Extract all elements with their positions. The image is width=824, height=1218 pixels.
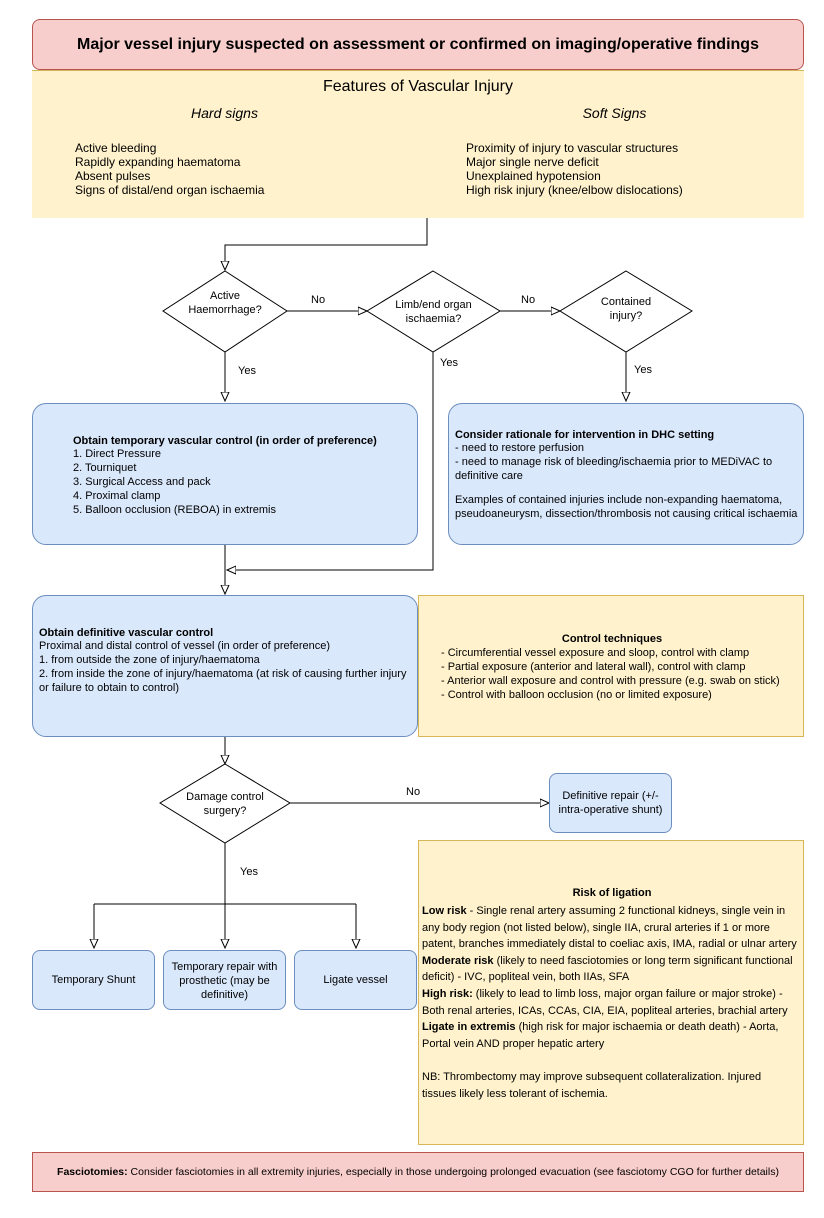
- rationale-box: Consider rationale for intervention in D…: [448, 403, 804, 545]
- text-line: or failure to obtain to control): [39, 682, 180, 694]
- temporary-control-heading: Obtain temporary vascular control (in or…: [73, 435, 377, 447]
- edge-label-no: No: [406, 786, 421, 798]
- text-line: - need to manage risk of bleeding/ischae…: [455, 456, 773, 468]
- decision-diamond-ischaemia: [366, 270, 501, 353]
- fasciotomies-label: Fasciotomies:: [57, 1166, 128, 1178]
- rationale-lines: - need to restore perfusion - need to ma…: [455, 441, 772, 483]
- moderate-risk-label: Moderate risk: [422, 954, 494, 967]
- list-item: Unexplained hypotension: [466, 169, 601, 183]
- list-item: Proximity of injury to vascular structur…: [466, 141, 679, 155]
- list-item: High risk injury (knee/elbow dislocation…: [466, 183, 683, 197]
- list-item: - Control with balloon occlusion (no or …: [441, 689, 712, 701]
- temporary-control-box: Obtain temporary vascular control (in or…: [32, 403, 418, 545]
- text-line: patent, branches immediately distal to c…: [422, 938, 797, 951]
- text-line: Low risk - Single renal artery assuming …: [422, 905, 786, 917]
- risk-of-ligation-box: Risk of ligation Low risk - Single renal…: [418, 840, 804, 1145]
- definitive-control-lines: Proximal and distal control of vessel (i…: [39, 639, 406, 695]
- text-line: High risk: (likely to lead to limb loss,…: [422, 987, 783, 1000]
- text-line: NB: Thrombectomy may improve subsequent …: [422, 1070, 762, 1083]
- text-line: 2. from inside the zone of injury/haemat…: [39, 668, 407, 680]
- risk-of-ligation-heading: Risk of ligation: [572, 887, 652, 899]
- text-line: Moderate risk (likely to need fasciotomi…: [422, 954, 793, 967]
- definitive-control-heading: Obtain definitive vascular control: [39, 627, 214, 639]
- text-line: - need to restore perfusion: [455, 442, 585, 454]
- decision-damage-control-text: Damage control surgery?: [186, 791, 264, 817]
- text-line: Portal vein AND proper hepatic artery: [422, 1037, 605, 1050]
- list-item: 2. Tourniquet: [73, 462, 137, 474]
- control-techniques-heading: Control techniques: [561, 633, 663, 645]
- edge-label-yes: Yes: [634, 364, 652, 376]
- text-line: Proximal and distal control of vessel (i…: [39, 640, 331, 652]
- arrow-features-to-haemorrhage: [225, 218, 428, 270]
- list-item: 4. Proximal clamp: [73, 490, 161, 502]
- text-line: 1. from outside the zone of injury/haema…: [39, 654, 260, 666]
- decision-diamond-haemorrhage: [162, 270, 288, 353]
- page-title: Major vessel injury suspected on assessm…: [77, 35, 759, 53]
- arrow-ischaemia-yes: [227, 352, 434, 570]
- text-line: Examples of contained injuries include n…: [455, 494, 783, 506]
- text-line: deficit) - IVC, popliteal vein, both IIA…: [422, 971, 630, 984]
- soft-signs-title: Soft Signs: [582, 105, 647, 121]
- control-techniques-box: Control techniques - Circumferential ves…: [418, 595, 804, 737]
- list-item: 3. Surgical Access and pack: [73, 476, 211, 488]
- temporary-control-list: 1. Direct Pressure 2. Tourniquet 3. Surg…: [73, 447, 276, 517]
- decision-haemorrhage-text: Active Haemorrhage?: [188, 290, 262, 316]
- list-item: 1. Direct Pressure: [73, 448, 162, 460]
- temporary-repair-text: Temporary repair with prosthetic (may be…: [171, 961, 278, 1001]
- temporary-shunt-label: Temporary Shunt: [51, 974, 136, 986]
- list-item: - Circumferential vessel exposure and sl…: [441, 647, 750, 659]
- features-heading: Features of Vascular Injury: [322, 78, 513, 95]
- definitive-control-box: Obtain definitive vascular control Proxi…: [32, 595, 418, 737]
- features-box: Features of Vascular Injury Hard signs S…: [32, 70, 804, 218]
- text-line: Both renal arteries, ICAs, CCAs, CIA, EI…: [422, 1004, 788, 1017]
- fasciotomies-text: Fasciotomies: Consider fasciotomies in a…: [57, 1166, 779, 1178]
- low-risk-label: Low risk: [422, 905, 467, 917]
- list-item: Absent pulses: [75, 169, 151, 183]
- decision-contained-text: Contained injury?: [600, 296, 652, 322]
- rationale-heading: Consider rationale for intervention in D…: [455, 429, 715, 441]
- high-risk-label: High risk:: [422, 987, 473, 1000]
- control-techniques-list: - Circumferential vessel exposure and sl…: [441, 646, 780, 702]
- text-line: Ligate in extremis (high risk for major …: [422, 1021, 779, 1034]
- rationale-examples: Examples of contained injuries include n…: [455, 493, 797, 521]
- text-line: any body region (not listed below), sing…: [422, 921, 770, 934]
- decision-ischaemia-text: Limb/end organ ischaemia?: [395, 299, 472, 325]
- ligate-vessel-box: Ligate vessel: [294, 950, 417, 1010]
- edge-label-yes: Yes: [440, 357, 458, 369]
- risk-of-ligation-body: Low risk - Single renal artery assuming …: [422, 903, 797, 1102]
- hard-signs-title: Hard signs: [191, 105, 258, 121]
- edge-label-yes: Yes: [240, 866, 258, 878]
- list-item: Active bleeding: [75, 141, 157, 155]
- decision-diamond-contained: [559, 270, 693, 353]
- text-line: tissues likely less tolerant of ischemia…: [422, 1087, 608, 1100]
- list-item: - Anterior wall exposure and control wit…: [441, 675, 780, 687]
- edge-label-no: No: [311, 294, 326, 306]
- hard-signs-list: Active bleeding Rapidly expanding haemat…: [75, 141, 264, 197]
- fasciotomies-box: Fasciotomies: Consider fasciotomies in a…: [32, 1152, 804, 1192]
- soft-signs-list: Proximity of injury to vascular structur…: [466, 141, 683, 197]
- title-box: Major vessel injury suspected on assessm…: [32, 19, 804, 70]
- list-item: - Partial exposure (anterior and lateral…: [441, 661, 746, 673]
- decision-diamond-damage-control: [159, 763, 291, 844]
- temporary-repair-box: Temporary repair with prosthetic (may be…: [163, 950, 286, 1010]
- extremis-label: Ligate in extremis: [422, 1021, 516, 1034]
- definitive-repair-text: Definitive repair (+/- intra-operative s…: [558, 790, 663, 816]
- definitive-repair-box: Definitive repair (+/- intra-operative s…: [549, 773, 672, 833]
- list-item: Signs of distal/end organ ischaemia: [75, 183, 265, 197]
- edge-label-no: No: [521, 294, 536, 306]
- list-item: Major single nerve deficit: [466, 155, 599, 169]
- temporary-shunt-box: Temporary Shunt: [32, 950, 155, 1010]
- text-line: pseudoaneurysm, dissection/thrombosis no…: [455, 508, 798, 520]
- list-item: Rapidly expanding haematoma: [75, 155, 241, 169]
- text-line: definitive care: [455, 470, 523, 482]
- ligate-vessel-label: Ligate vessel: [323, 974, 388, 986]
- list-item: 5. Balloon occlusion (REBOA) in extremis: [73, 504, 276, 516]
- edge-label-yes: Yes: [238, 365, 256, 377]
